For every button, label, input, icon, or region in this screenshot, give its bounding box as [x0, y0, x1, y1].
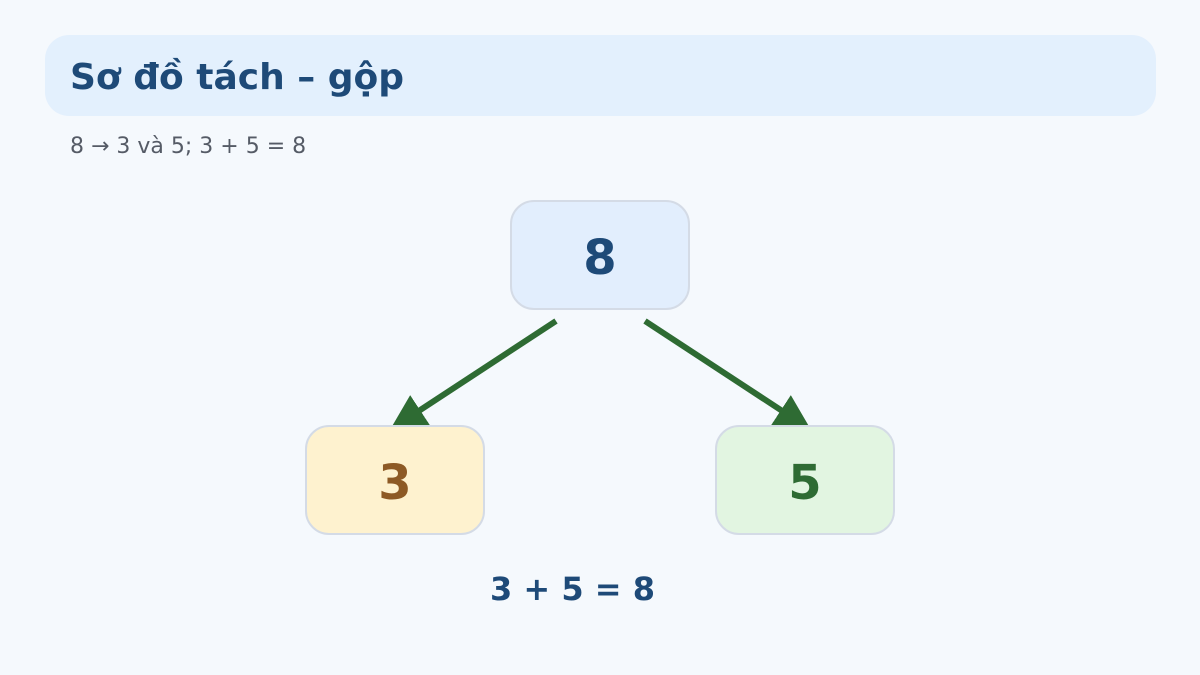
page-title: Sơ đồ tách – gộp [70, 57, 405, 98]
arrow-to-right-part [643, 318, 812, 430]
right-part-number: 5 [788, 455, 822, 511]
title-banner: Sơ đồ tách – gộp [45, 35, 1156, 116]
left-part-number: 3 [378, 455, 412, 511]
page-subtitle: 8 → 3 và 5; 3 + 5 = 8 [70, 134, 307, 159]
arrow-to-left-part [389, 318, 558, 430]
whole-number-box: 8 [510, 200, 690, 310]
whole-number: 8 [583, 230, 617, 286]
right-part-box: 5 [715, 425, 895, 535]
left-part-box: 3 [305, 425, 485, 535]
sum-equation: 3 + 5 = 8 [490, 570, 655, 608]
